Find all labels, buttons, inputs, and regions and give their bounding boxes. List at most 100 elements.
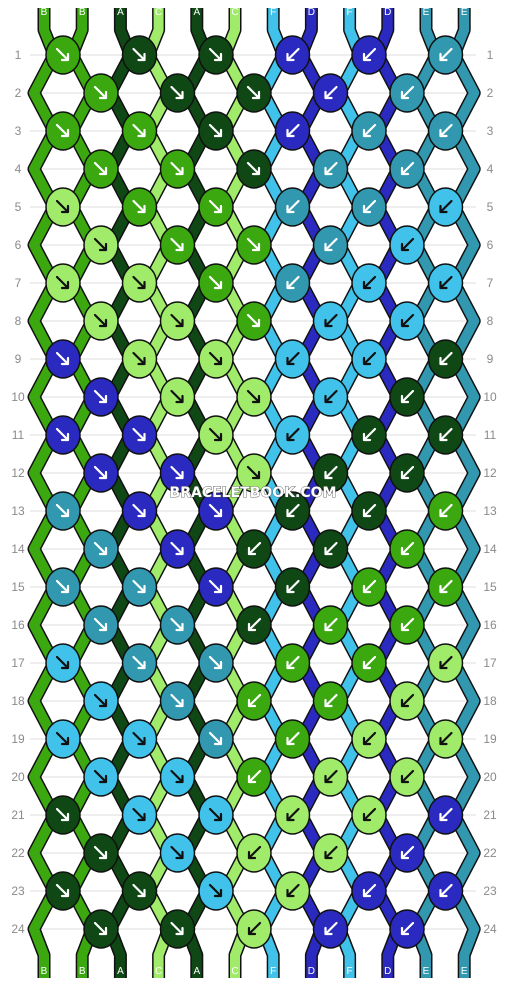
knot xyxy=(83,73,119,113)
strand-label-bottom: D xyxy=(384,966,391,977)
knot xyxy=(159,453,196,493)
knot xyxy=(389,301,425,341)
knot xyxy=(236,225,272,265)
row-number-right: 6 xyxy=(487,238,494,252)
arrow-down-left-icon xyxy=(286,427,300,442)
row-number-right: 24 xyxy=(483,922,497,936)
strand-path xyxy=(449,8,480,978)
arrow-down-right-icon xyxy=(132,427,146,442)
arrow-down-right-icon xyxy=(132,351,146,366)
knot xyxy=(121,567,158,607)
knot xyxy=(45,491,81,531)
arrow-down-left-icon xyxy=(439,47,453,62)
arrow-down-right-icon xyxy=(208,351,223,366)
knot xyxy=(45,643,81,683)
row-number-left: 14 xyxy=(11,542,25,556)
arrow-down-right-icon xyxy=(55,275,70,290)
arrow-down-right-icon xyxy=(93,237,108,252)
knot xyxy=(45,111,81,151)
row-number-left: 6 xyxy=(15,238,22,252)
row-number-right: 20 xyxy=(483,770,497,784)
knot xyxy=(83,149,119,189)
strand-path xyxy=(258,8,289,978)
arrow-down-right-icon xyxy=(170,465,184,480)
knot xyxy=(83,377,119,417)
knot xyxy=(45,719,81,759)
arrow-down-left-icon xyxy=(286,655,300,670)
knot xyxy=(159,73,196,113)
knot xyxy=(351,415,387,455)
knot xyxy=(351,187,387,227)
row-number-right: 8 xyxy=(487,314,494,328)
arrow-down-left-icon xyxy=(400,693,415,708)
knot xyxy=(389,909,425,949)
knot xyxy=(159,833,196,873)
arrow-down-right-icon xyxy=(208,731,223,746)
knot xyxy=(236,377,272,417)
row-number-left: 22 xyxy=(11,846,25,860)
arrow-down-right-icon xyxy=(132,275,146,290)
arrow-down-right-icon xyxy=(55,883,70,898)
knot xyxy=(274,111,311,151)
arrow-down-right-icon xyxy=(208,275,223,290)
knot xyxy=(427,643,464,683)
arrow-down-left-icon xyxy=(247,769,262,784)
knot xyxy=(351,111,387,151)
arrow-down-left-icon xyxy=(324,237,338,252)
knot-layer xyxy=(45,35,464,949)
row-number-left: 1 xyxy=(15,48,22,62)
arrow-down-right-icon xyxy=(246,237,261,252)
strand-path xyxy=(411,8,441,978)
knot xyxy=(45,35,81,75)
arrow-down-right-icon xyxy=(170,541,184,556)
arrow-down-left-icon xyxy=(247,845,262,860)
row-number-right: 13 xyxy=(483,504,497,518)
arrow-down-left-icon xyxy=(400,921,415,936)
knot xyxy=(312,225,349,265)
arrow-down-right-icon xyxy=(170,845,184,860)
knot xyxy=(389,73,425,113)
arrow-down-right-icon xyxy=(208,123,223,138)
arrow-down-right-icon xyxy=(208,655,223,670)
arrow-down-right-icon xyxy=(132,655,146,670)
strand-path xyxy=(67,8,98,978)
knot xyxy=(45,871,81,911)
knot xyxy=(427,339,464,379)
knot xyxy=(274,415,311,455)
knot xyxy=(121,795,158,835)
knot xyxy=(45,415,81,455)
arrow-down-left-icon xyxy=(400,313,415,328)
row-number-left: 3 xyxy=(15,124,22,138)
arrow-down-left-icon xyxy=(362,731,377,746)
row-number-left: 10 xyxy=(11,390,25,404)
strand-label-bottom: A xyxy=(117,966,124,977)
knot xyxy=(312,149,349,189)
knot xyxy=(389,149,425,189)
arrow-down-right-icon xyxy=(170,85,184,100)
strand-paths xyxy=(27,8,481,978)
knot xyxy=(121,35,158,75)
knot xyxy=(236,605,272,645)
arrow-down-left-icon xyxy=(400,85,415,100)
arrow-down-left-icon xyxy=(286,123,300,138)
row-number-right: 9 xyxy=(487,352,494,366)
knot xyxy=(198,111,234,151)
knot xyxy=(198,339,234,379)
knot xyxy=(274,567,311,607)
knot xyxy=(274,35,311,75)
knot xyxy=(312,301,349,341)
row-number-right: 4 xyxy=(487,162,494,176)
knot xyxy=(45,263,81,303)
knot xyxy=(83,453,119,493)
arrow-down-left-icon xyxy=(439,503,453,518)
arrow-down-left-icon xyxy=(324,313,338,328)
arrow-down-right-icon xyxy=(93,465,108,480)
knot xyxy=(83,757,119,797)
knot xyxy=(389,681,425,721)
arrow-down-left-icon xyxy=(362,351,377,366)
knot xyxy=(274,643,311,683)
row-number-right: 2 xyxy=(487,86,494,100)
arrow-down-right-icon xyxy=(93,921,108,936)
knot xyxy=(198,795,234,835)
